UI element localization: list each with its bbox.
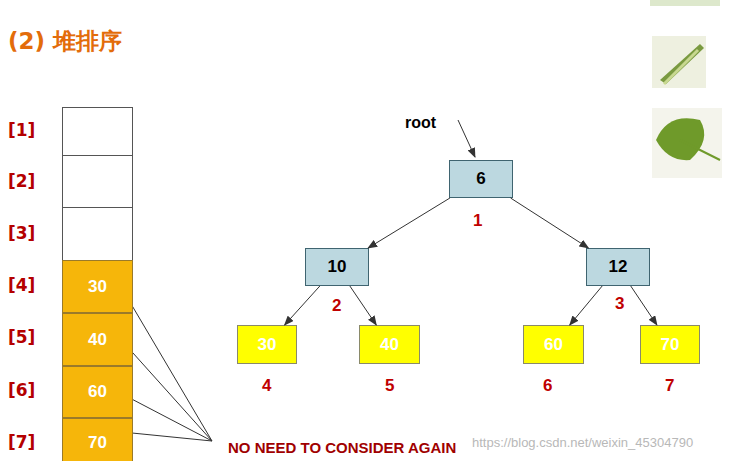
note-text: NO NEED TO CONSIDER AGAIN bbox=[228, 439, 456, 456]
heap-leaf: 30 bbox=[237, 325, 297, 364]
node-text: 12 bbox=[609, 257, 628, 277]
tree-edge bbox=[285, 286, 320, 325]
node-text: 10 bbox=[328, 257, 347, 277]
array-cell: 60 bbox=[62, 366, 133, 418]
root-pointer bbox=[458, 120, 475, 157]
heap-node: 12 bbox=[586, 248, 650, 286]
watermark: https://blog.csdn.net/weixin_45304790 bbox=[472, 435, 693, 450]
root-label: root bbox=[405, 114, 436, 132]
array-cell: 30 bbox=[62, 260, 133, 313]
node-text: 40 bbox=[88, 330, 107, 350]
array-cell bbox=[63, 156, 133, 208]
node-number: 6 bbox=[543, 376, 552, 396]
tree-edge bbox=[350, 286, 376, 325]
array-index: [4] bbox=[8, 275, 35, 295]
heap-node: 6 bbox=[449, 160, 513, 198]
array-cell bbox=[63, 108, 133, 156]
node-number: 4 bbox=[262, 376, 271, 396]
tree-edge bbox=[570, 286, 602, 325]
node-text: 70 bbox=[661, 335, 680, 355]
array-index: [3] bbox=[8, 223, 35, 243]
node-number: 1 bbox=[473, 211, 482, 231]
heap-node: 10 bbox=[305, 248, 369, 286]
node-number: 2 bbox=[332, 296, 341, 316]
array-index: [5] bbox=[8, 327, 35, 347]
array-cell: 40 bbox=[62, 313, 133, 366]
heap-leaf: 60 bbox=[523, 325, 584, 364]
array-index: [6] bbox=[8, 380, 35, 400]
array-cell: 70 bbox=[62, 418, 133, 461]
heap-leaf: 70 bbox=[640, 325, 700, 364]
heap-leaf: 40 bbox=[359, 325, 420, 364]
leader-lines bbox=[124, 292, 212, 441]
array-index: [7] bbox=[8, 432, 35, 452]
title: (2) 堆排序 bbox=[8, 26, 122, 57]
node-text: 6 bbox=[476, 169, 485, 189]
array-index: [1] bbox=[8, 120, 35, 140]
node-text: 60 bbox=[88, 382, 107, 402]
tree-edge bbox=[631, 286, 657, 325]
node-text: 70 bbox=[88, 433, 107, 453]
node-number: 5 bbox=[385, 376, 394, 396]
array-index: [2] bbox=[8, 171, 35, 191]
tree-edge bbox=[511, 198, 589, 248]
node-text: 40 bbox=[380, 335, 399, 355]
node-number: 3 bbox=[615, 294, 624, 314]
node-text: 30 bbox=[88, 277, 107, 297]
leaf-pictures bbox=[650, 0, 722, 178]
node-text: 60 bbox=[544, 335, 563, 355]
node-text: 30 bbox=[258, 335, 277, 355]
tree-edge bbox=[368, 198, 450, 248]
array-cell bbox=[63, 208, 133, 261]
node-number: 7 bbox=[665, 376, 674, 396]
